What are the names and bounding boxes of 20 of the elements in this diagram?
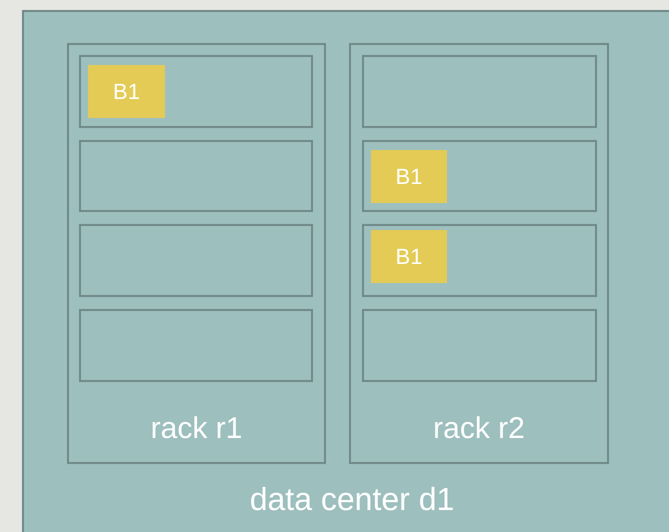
node-label: rack r2 (432, 414, 526, 444)
empty-box (362, 224, 597, 297)
empty-box (79, 224, 313, 297)
empty-box (79, 55, 313, 128)
empty-box (79, 140, 313, 212)
node-label: data center d1 (248, 483, 456, 515)
node-label: rack r1 (150, 414, 244, 444)
block-box (88, 65, 165, 118)
empty-box (79, 309, 313, 382)
rack-box (67, 43, 326, 464)
block-box (371, 150, 447, 203)
data-center-box (22, 10, 669, 532)
node-label: B1 (112, 78, 141, 106)
rack-box (349, 43, 609, 464)
empty-box (362, 140, 597, 212)
node-label: B1 (394, 162, 424, 190)
node-label: B1 (394, 242, 424, 270)
block-box (371, 230, 447, 283)
empty-box (362, 309, 597, 382)
empty-box (362, 55, 597, 128)
